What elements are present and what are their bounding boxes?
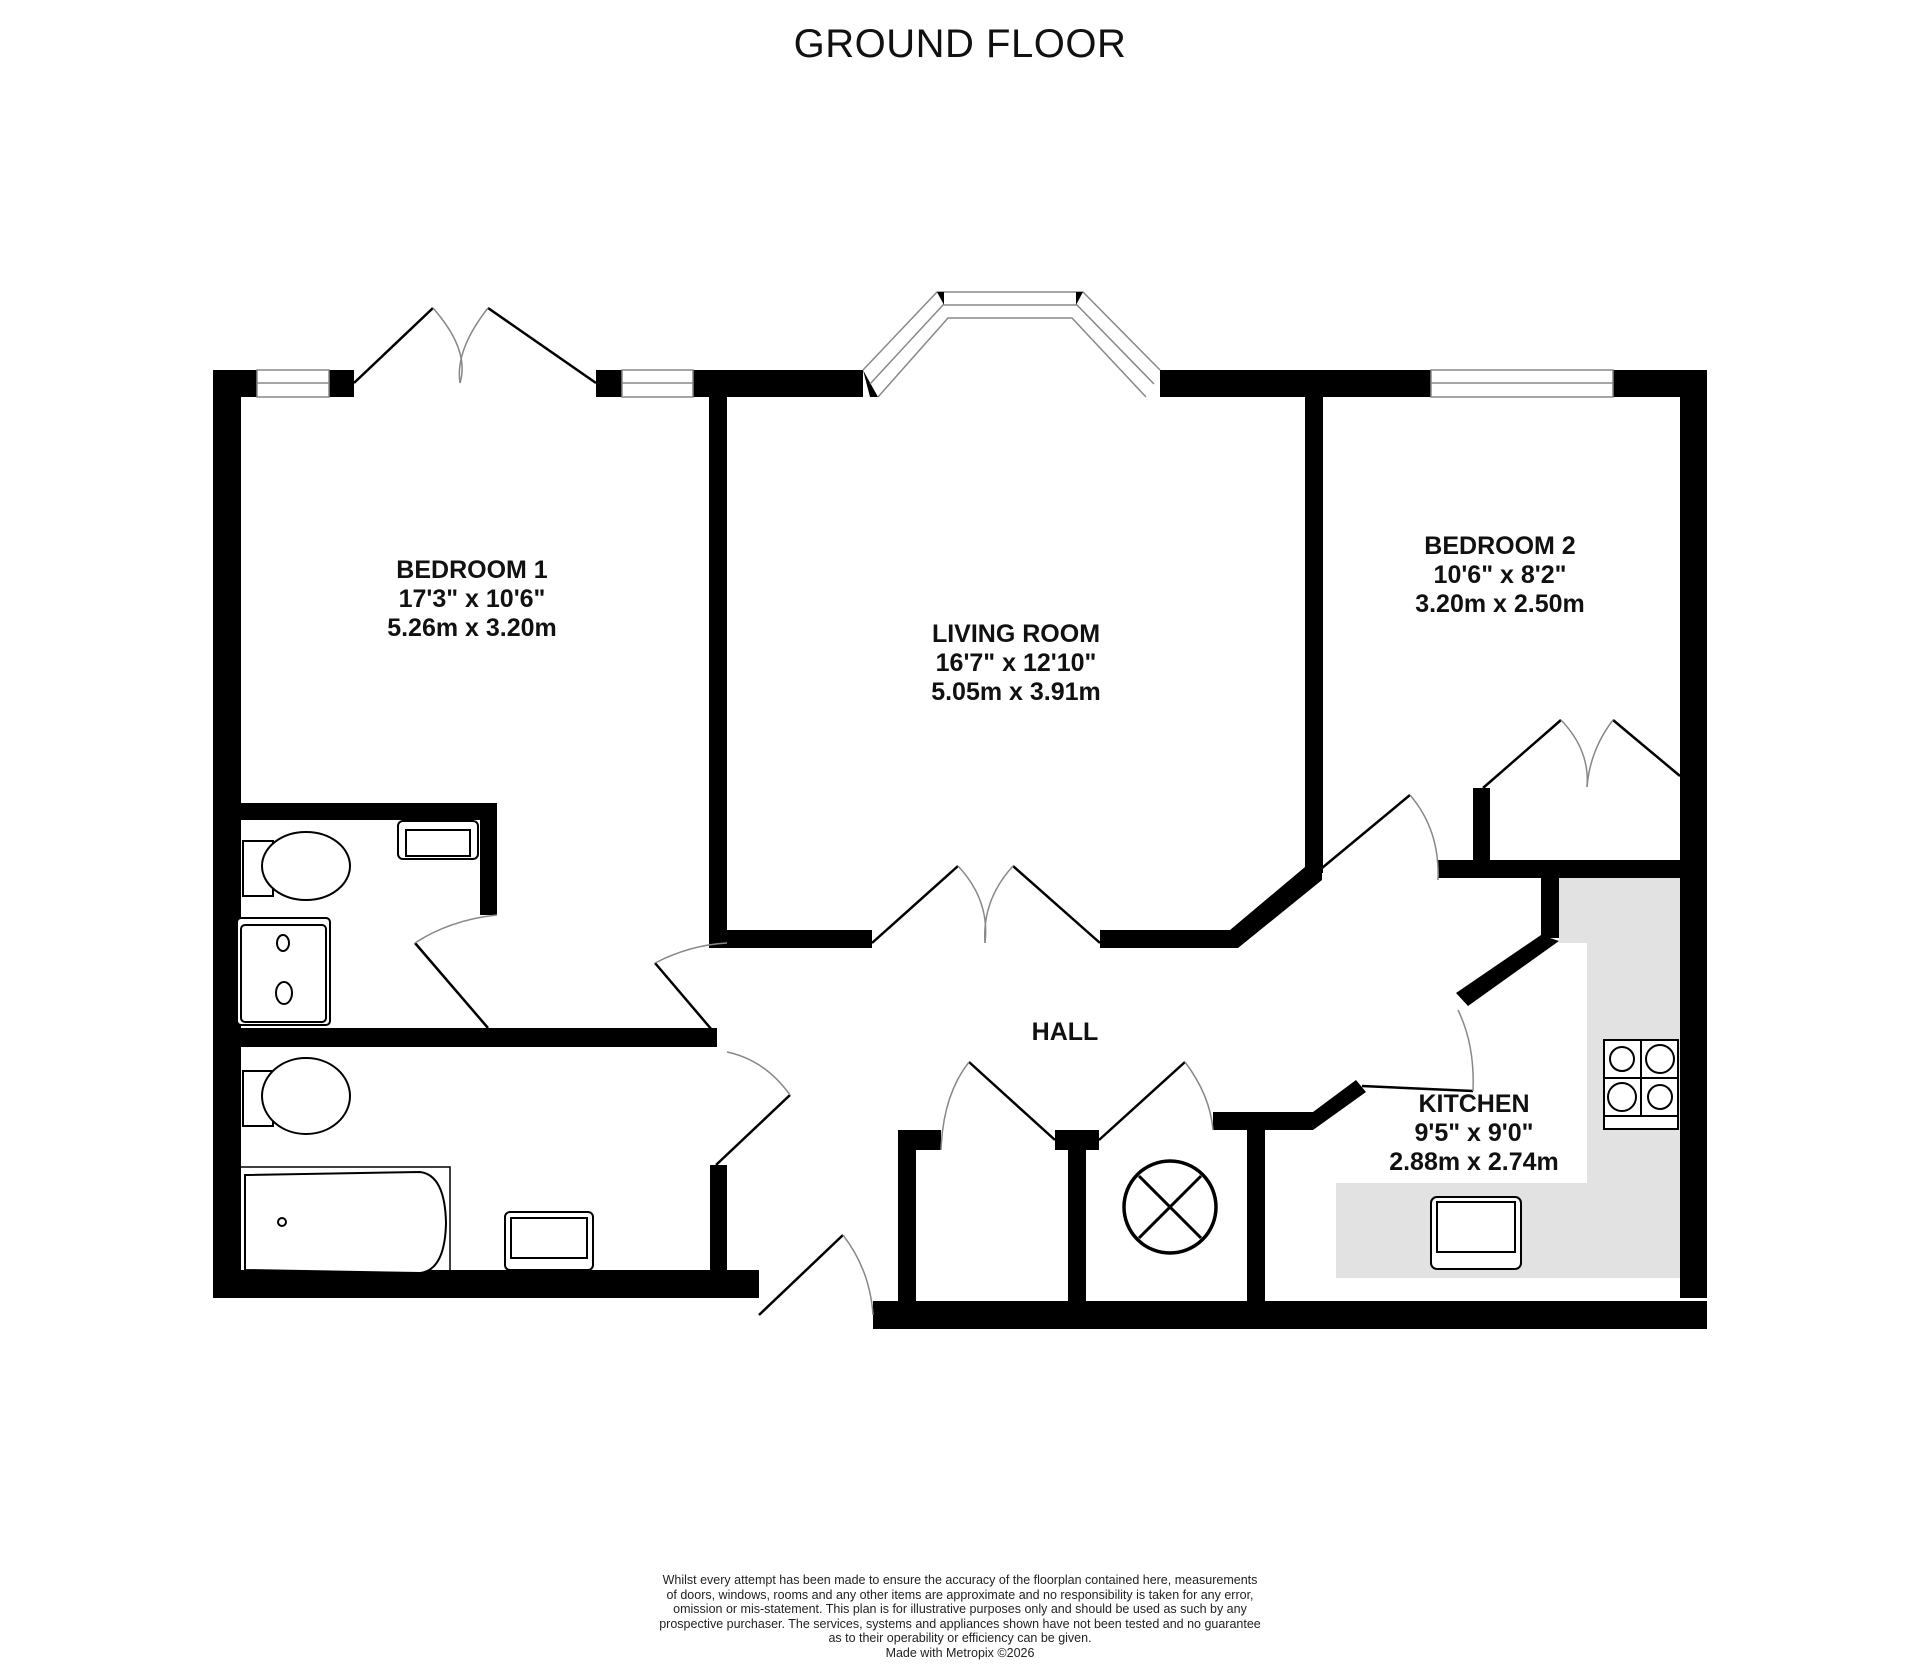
windows (256, 291, 1614, 398)
room-name: KITCHEN (1418, 1090, 1530, 1118)
room-name: BEDROOM 2 (1424, 532, 1576, 560)
disclaimer-line: Whilst every attempt has been made to en… (662, 1573, 1258, 1587)
doors (353, 306, 1681, 1316)
room-imperial: 17'3" x 10'6" (398, 585, 546, 613)
room-imperial: 16'7" x 12'10" (935, 649, 1097, 677)
room-imperial: 10'6" x 8'2" (1433, 561, 1567, 589)
room-metric: 3.20m x 2.50m (1415, 590, 1585, 618)
room-label-bedroom-1: BEDROOM 1 17'3" x 10'6" 5.26m x 3.20m (387, 556, 557, 643)
disclaimer-line: prospective purchaser. The services, sys… (659, 1616, 1261, 1631)
room-metric: 2.88m x 2.74m (1389, 1148, 1559, 1176)
room-label-hall: HALL (1032, 1018, 1099, 1047)
room-name: HALL (1031, 1018, 1099, 1046)
room-imperial: 9'5" x 9'0" (1414, 1119, 1534, 1147)
disclaimer-line: of doors, windows, rooms and any other i… (666, 1587, 1254, 1602)
room-metric: 5.05m x 3.91m (931, 678, 1101, 706)
floor-title: GROUND FLOOR (793, 22, 1127, 66)
room-label-kitchen: KITCHEN 9'5" x 9'0" 2.88m x 2.74m (1389, 1090, 1559, 1177)
walls (213, 370, 1707, 1329)
fixtures (236, 820, 1679, 1280)
room-name: BEDROOM 1 (396, 556, 548, 584)
disclaimer: Whilst every attempt has been made to en… (0, 1573, 1920, 1660)
disclaimer-line: omission or mis-statement. This plan is … (673, 1602, 1247, 1616)
room-label-bedroom-2: BEDROOM 2 10'6" x 8'2" 3.20m x 2.50m (1415, 532, 1585, 619)
room-label-living-room: LIVING ROOM 16'7" x 12'10" 5.05m x 3.91m (931, 620, 1101, 707)
credit-line: Made with Metropix ©2026 (885, 1645, 1035, 1660)
kitchen-worktop (1336, 878, 1680, 1278)
room-metric: 5.26m x 3.20m (387, 614, 557, 642)
disclaimer-line: as to their operability or efficiency ca… (828, 1631, 1092, 1645)
room-name: LIVING ROOM (931, 620, 1101, 648)
